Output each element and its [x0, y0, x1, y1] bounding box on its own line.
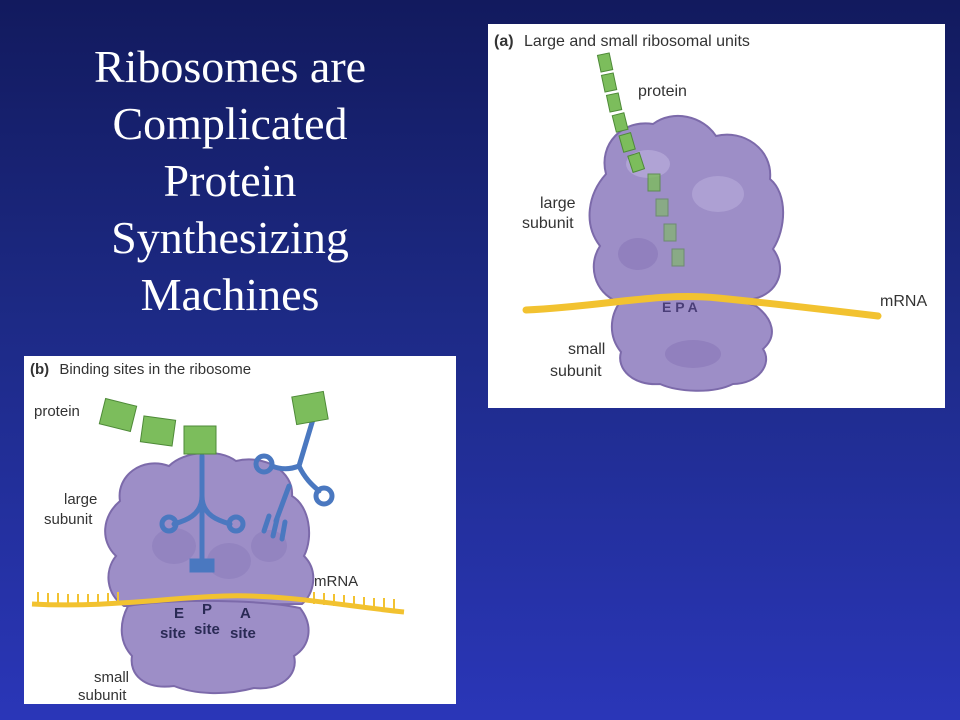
panel-a-diagram: (a) Large and small ribosomal units [494, 33, 927, 392]
label-mrna: mRNA [314, 573, 358, 590]
title-line-1: Ribosomes are [93, 41, 367, 92]
trna-free [253, 413, 335, 542]
label-large: large [540, 195, 576, 212]
protein-chain [98, 390, 329, 455]
label-small-subunit: subunit [78, 687, 127, 704]
label-large-subunit: subunit [522, 215, 574, 232]
label-a: A [240, 605, 251, 622]
panel-a-ribosomal-units: (a) Large and small ribosomal units [488, 24, 945, 408]
label-small-subunit: subunit [550, 363, 602, 380]
large-subunit-shape [104, 451, 315, 608]
small-subunit-shape [120, 599, 310, 695]
label-e-site: site [160, 625, 186, 642]
title-line-4: Synthesizing [111, 212, 349, 263]
panel-b-binding-sites: (b) Binding sites in the ribosome [24, 356, 456, 704]
trna-bound [159, 453, 246, 573]
label-protein: protein [638, 83, 687, 100]
panel-b-letter: (b) [30, 361, 49, 378]
mrna-strand [31, 592, 405, 615]
large-subunit-shape [588, 115, 785, 304]
label-protein: protein [34, 403, 80, 420]
label-e: E [174, 605, 184, 622]
small-subunit-shape [610, 296, 773, 392]
title-line-2: Complicated [112, 98, 348, 149]
mrna-strand [522, 293, 882, 320]
panel-b-diagram: (b) Binding sites in the ribosome [30, 361, 405, 704]
panel-a-caption-text: Large and small ribosomal units [524, 33, 750, 50]
panel-b-caption: (b) Binding sites in the ribosome [30, 361, 251, 378]
label-large: large [64, 491, 97, 508]
label-p: P [202, 601, 212, 618]
label-small: small [94, 669, 129, 686]
label-large-subunit: subunit [44, 511, 93, 528]
protein-chain [596, 52, 685, 267]
slide-title: Ribosomes are Complicated Protein Synthe… [40, 38, 420, 323]
label-a-site: site [230, 625, 256, 642]
title-line-3: Protein [163, 155, 297, 206]
panel-a-letter: (a) [494, 33, 514, 50]
panel-b-caption-text: Binding sites in the ribosome [59, 361, 251, 378]
label-site-letters: E P A [662, 299, 698, 315]
label-small: small [568, 341, 605, 358]
label-p-site: site [194, 621, 220, 638]
label-mrna: mRNA [880, 293, 927, 310]
panel-a-caption: (a) Large and small ribosomal units [494, 33, 750, 50]
title-line-5: Machines [140, 269, 320, 320]
